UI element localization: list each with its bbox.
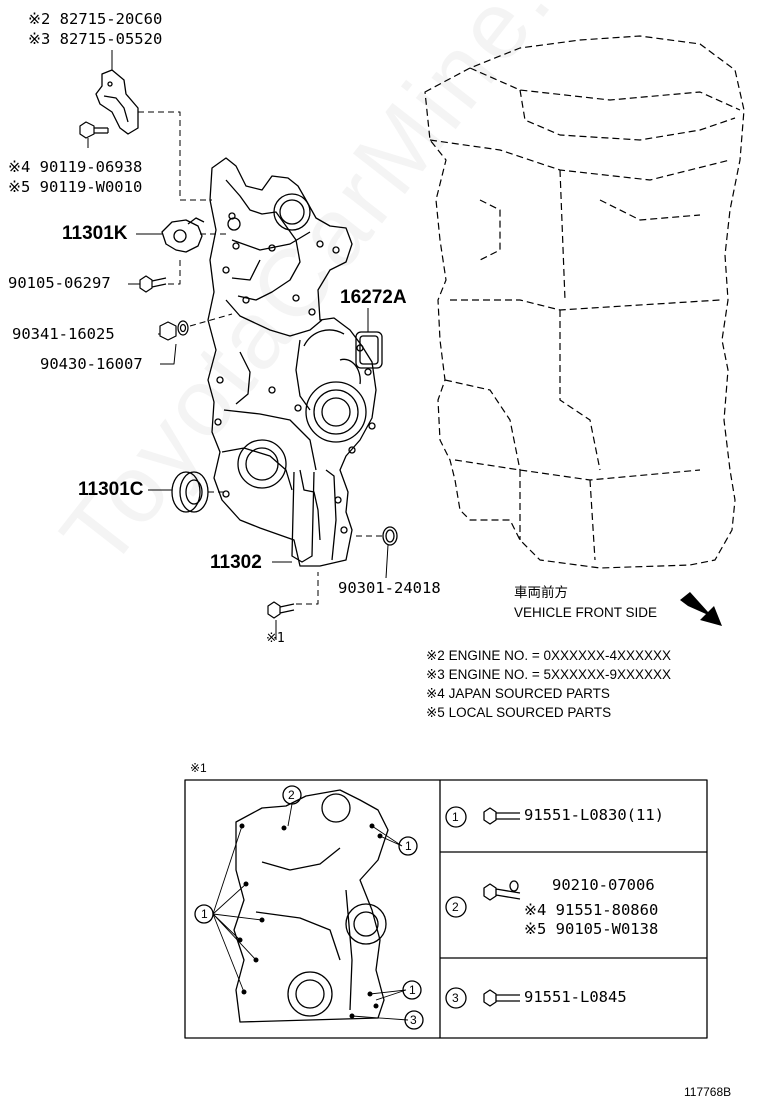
plug-90341 bbox=[159, 320, 189, 341]
label-gasket-16272a: 16272A bbox=[340, 287, 407, 308]
row-index-3: 3 bbox=[452, 991, 459, 1005]
detail-bubble-2-top: 2 bbox=[288, 788, 295, 802]
engine-block-outline bbox=[424, 35, 745, 569]
figure-id: 117768B bbox=[684, 1085, 732, 1099]
oring-90301 bbox=[382, 526, 398, 546]
sensor-bracket-82715 bbox=[95, 69, 139, 135]
note-engine-no2: ※2 ENGINE NO. = 0XXXXXX-4XXXXXX bbox=[426, 648, 672, 663]
timing-cover-11302 bbox=[207, 157, 377, 567]
detail-box bbox=[184, 779, 708, 1039]
detail-bubble-1-left: 1 bbox=[201, 907, 208, 921]
direction-en: VEHICLE FRONT SIDE bbox=[514, 605, 658, 620]
bolt-ref-1 bbox=[267, 601, 295, 619]
row-2-part-a: 90210-07006 bbox=[552, 876, 655, 894]
bolt-90105-06297 bbox=[139, 275, 167, 293]
detail-ref-mark: ※1 bbox=[190, 761, 207, 775]
note-japan-parts: ※4 JAPAN SOURCED PARTS bbox=[426, 686, 610, 701]
row-2-part-b: ※4 91551-80860 bbox=[524, 901, 659, 919]
sub-cover-11301K bbox=[161, 217, 241, 253]
direction-jp: 車両前方 bbox=[514, 585, 568, 600]
detail-bubble-3-bottom: 3 bbox=[410, 1013, 417, 1027]
front-direction-arrow bbox=[680, 592, 722, 626]
row-index-2: 2 bbox=[452, 900, 459, 914]
detail-bubble-1-bottom: 1 bbox=[409, 983, 416, 997]
label-plug: 90341-16025 bbox=[12, 325, 115, 343]
label-sensor-no3: ※3 82715-05520 bbox=[28, 30, 163, 48]
alignment-lines bbox=[138, 111, 382, 605]
label-plug-gasket: 90430-16007 bbox=[40, 355, 143, 373]
label-oil-seal: 11301C bbox=[78, 479, 144, 500]
row-index-1: 1 bbox=[452, 810, 459, 824]
leader-lines bbox=[87, 50, 389, 640]
label-bolt-4: ※4 90119-06938 bbox=[8, 158, 143, 176]
label-bolt-5: ※5 90119-W0010 bbox=[8, 178, 143, 196]
gasket-16272A bbox=[355, 331, 383, 369]
label-sub-cover: 11301K bbox=[62, 223, 128, 244]
detail-bubble-1-right: 1 bbox=[405, 839, 412, 853]
bolt-90119 bbox=[79, 121, 109, 139]
row-1-part: 91551-L0830(11) bbox=[524, 806, 664, 824]
label-timing-cover: 11302 bbox=[210, 552, 262, 573]
row-3-part: 91551-L0845 bbox=[524, 988, 627, 1006]
label-sensor-no2: ※2 82715-20C60 bbox=[28, 10, 163, 28]
label-oring: 90301-24018 bbox=[338, 579, 441, 597]
note-engine-no3: ※3 ENGINE NO. = 5XXXXXX-9XXXXXX bbox=[426, 667, 672, 682]
note-local-parts: ※5 LOCAL SOURCED PARTS bbox=[426, 705, 612, 720]
row-2-part-c: ※5 90105-W0138 bbox=[524, 920, 659, 938]
label-ref-1: ※1 bbox=[266, 631, 285, 646]
label-bolt-main: 90105-06297 bbox=[8, 274, 111, 292]
